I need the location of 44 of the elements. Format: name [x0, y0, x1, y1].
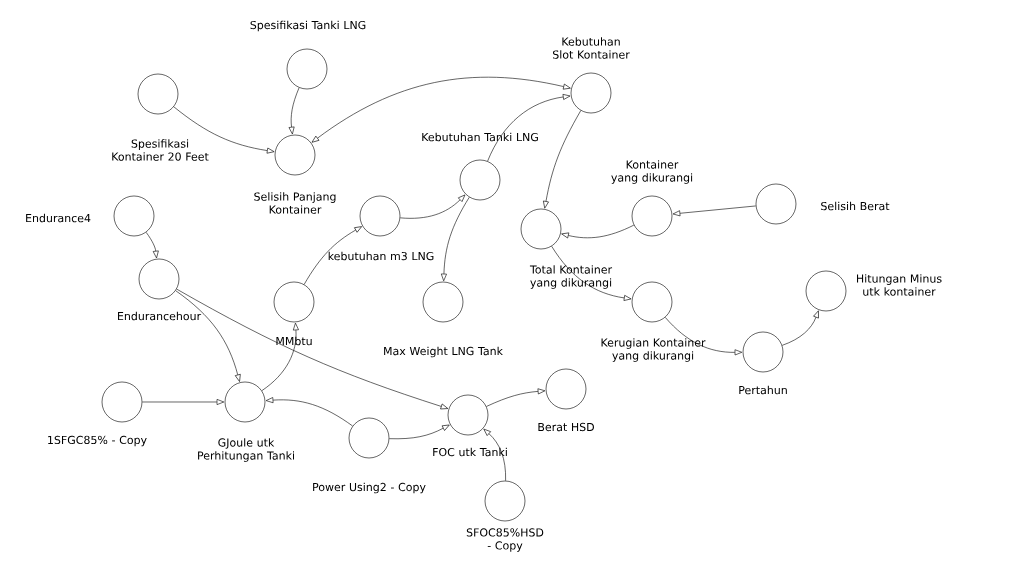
variable-label: MMbtu	[276, 336, 312, 346]
arrow	[175, 290, 241, 382]
arrow	[173, 106, 275, 154]
variable-label: Power Using2 - Copy	[313, 482, 426, 494]
variable-label: GJoule utk Perhitungan Tanki	[198, 438, 294, 462]
arrow	[265, 397, 353, 427]
variable-label: Hitungan Minus utk kontainer	[857, 274, 942, 296]
arrow	[145, 232, 159, 259]
arrow	[551, 245, 632, 301]
arrow	[261, 322, 299, 391]
variable-label: Kontainer yang dikurangi	[611, 160, 693, 184]
arrow	[664, 317, 743, 356]
variable-label: Kerugian Kontainer yang dikurangi	[601, 338, 706, 362]
variable-label: Selisih Panjang Kontainer	[254, 192, 336, 214]
arrow	[440, 196, 470, 282]
arrow	[781, 310, 819, 346]
variable-label: Berat HSD	[538, 422, 594, 432]
arrow	[561, 224, 635, 239]
arrow	[142, 399, 225, 405]
arrow	[483, 428, 506, 481]
arrow	[303, 226, 362, 285]
variable-label: Kebutuhan Slot Kontainer	[553, 37, 630, 59]
variable-label: Pertahun	[739, 385, 787, 395]
variable-label: SFOC85%HSD - Copy	[466, 528, 544, 552]
variable-label: 1SFGC85% - Copy	[48, 435, 147, 447]
variable-label: Spesifikasi Kontainer 20 Feet	[112, 139, 209, 161]
arrow	[672, 205, 757, 217]
variable-label: kebutuhan m3 LNG	[328, 251, 434, 261]
arrow	[288, 87, 300, 135]
variable-label: FOC utk Tanki	[433, 447, 507, 457]
arrow	[399, 194, 466, 219]
variable-label: Selisih Berat	[821, 201, 890, 211]
arrow	[486, 388, 546, 407]
variable-label: Total Kontainer yang dikurangi	[529, 265, 613, 289]
variable-label: Spesifikasi Tanki LNG	[250, 20, 366, 32]
variable-label: Max Weight LNG Tank	[384, 346, 503, 358]
variable-label: Endurance4	[26, 213, 91, 223]
arrow	[311, 77, 571, 143]
arrow	[543, 110, 582, 209]
variable-label: Kebutuhan Tanki LNG	[422, 132, 538, 142]
arrow	[389, 424, 450, 440]
variable-label: Endurancehour	[118, 311, 202, 321]
arrow	[487, 94, 571, 162]
arrow	[176, 288, 449, 410]
